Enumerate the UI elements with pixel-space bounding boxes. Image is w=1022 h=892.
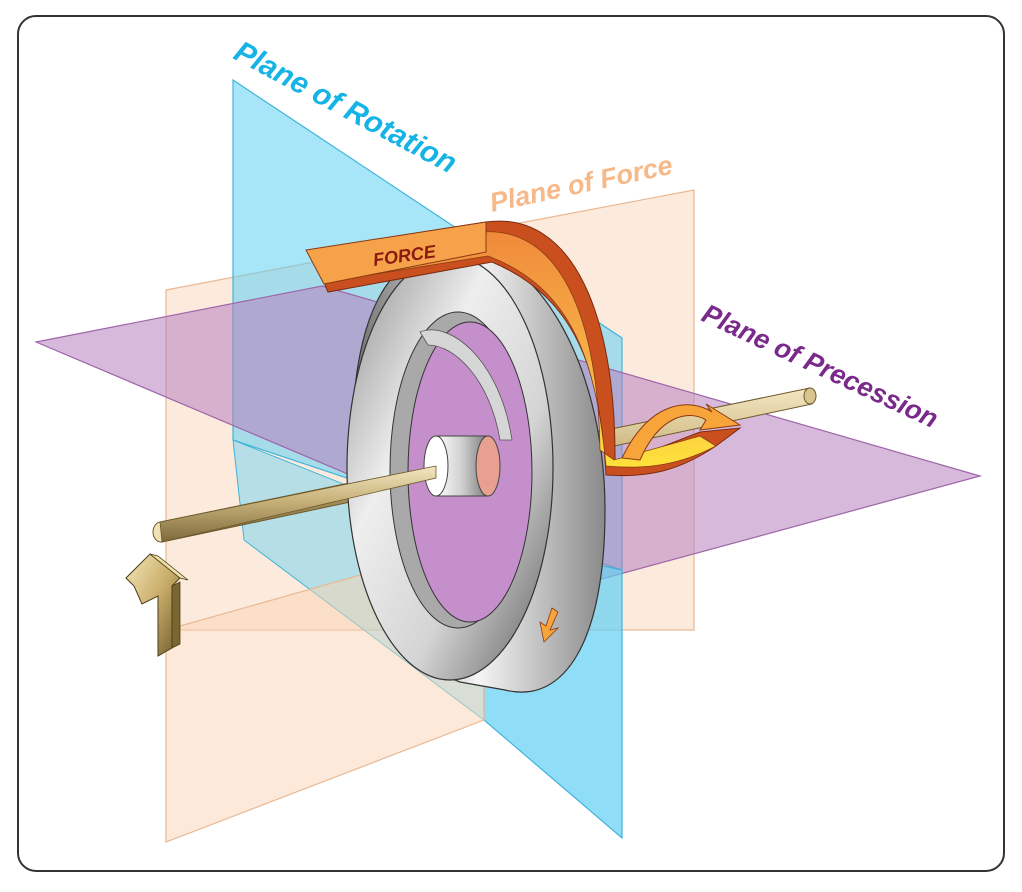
curved-force-arrow-icon [305, 220, 742, 477]
gyroscope-wheel-icon [346, 247, 606, 693]
upward-block-arrow-icon [125, 553, 189, 657]
axle-front-segment [159, 465, 437, 543]
curved-precession-arrow-icon [621, 403, 742, 461]
spin-direction-arrow-icon [539, 607, 560, 643]
